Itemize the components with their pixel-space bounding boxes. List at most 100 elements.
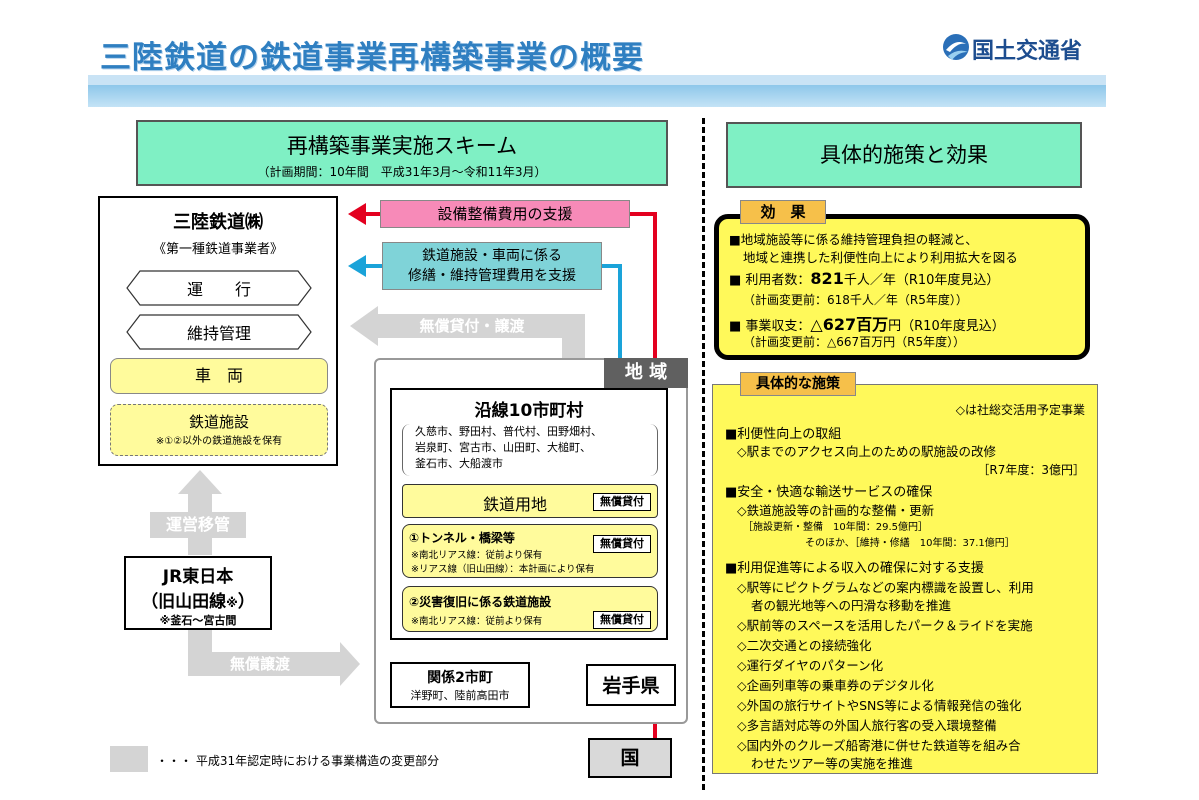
users-unit: 千人／年（R10年度見込） [843, 273, 1000, 288]
facilities-note: ※①②以外の鉄道施設を保有 [155, 436, 283, 447]
operation-label: 運 行 [186, 280, 251, 299]
header-bar-light [88, 75, 1106, 85]
balance-unit: 円（R10年度見込） [888, 319, 1005, 334]
legend-text: ・・・ 平成31年認定時における事業構造の変更部分 [156, 754, 440, 768]
red-arrowhead [348, 203, 366, 225]
measure-s3h2: わせたツアー等の実施を推進 [751, 756, 913, 771]
disaster-badge: 無償貸付 [593, 611, 651, 629]
measures-tag: 具体的な施策 [740, 372, 856, 396]
users-value: 821 [810, 269, 844, 288]
page-title: 三陸鉄道の鉄道事業再構築事業の概要 [100, 40, 644, 76]
jr-line-close: ） [237, 592, 255, 612]
tunnel-badge: 無償貸付 [593, 535, 651, 553]
municipalities-box: 沿線10市町村 久慈市、野田村、普代村、田野畑村、 岩泉町、宮古市、山田町、大槌… [390, 388, 668, 640]
measure-s3b: ◇駅前等のスペースを活用したパーク＆ライドを実施 [737, 618, 1033, 633]
measures-legend: ◇は社総交活用予定事業 [955, 403, 1085, 417]
measure-s2c: そのほか、［維持・修繕 10年間：37.1億円］ [805, 538, 1015, 549]
sanriku-category: 《第一種鉄道事業者》 [152, 242, 283, 257]
facilities-label: 鉄道施設 [188, 413, 249, 431]
measure-s3d: ◇運行ダイヤのパターン化 [737, 658, 884, 673]
facilities-box: 鉄道施設 ※①②以外の鉄道施設を保有 [110, 404, 328, 456]
balance-value: △627百万 [810, 315, 889, 334]
section-divider [702, 118, 705, 790]
measure-s2: ■安全・快適な輸送サービスの確保 [725, 485, 933, 500]
operation-transfer-label: 運営移管 [150, 512, 246, 538]
scheme-title: 再構築事業実施スキーム [286, 134, 518, 158]
users-before: （計画変更前：618千人／年（R5年度）） [743, 293, 968, 307]
railway-land-badge: 無償貸付 [593, 493, 651, 511]
effects-line1: ■地域施設等に係る維持管理負担の軽減と、 [729, 232, 978, 247]
measures-box: ◇は社総交活用予定事業 ■利便性向上の取組 ◇駅までのアクセス向上のための駅施設… [712, 384, 1098, 774]
measure-s1a: ◇駅までのアクセス向上のための駅施設の改修 [737, 444, 996, 459]
operation-hexagon [126, 270, 312, 306]
measure-s3e: ◇企画列車等の乗車券のデジタル化 [737, 678, 934, 693]
jr-line-text: （旧山田線 [141, 592, 227, 612]
equipment-support-label: 設備整備費用の支援 [380, 200, 630, 228]
measure-s2b: ［施設更新・整備 10年間：29.5億円］ [743, 522, 928, 533]
national-box: 国 [588, 738, 672, 778]
measure-s2a: ◇鉄道施設等の計画的な整備・更新 [737, 503, 935, 518]
municipalities-line1: 久慈市、野田村、普代村、田野畑村、 [415, 425, 602, 438]
measure-s3a: ◇駅等にピクトグラムなどの案内標識を設置し、利用 [737, 580, 1034, 595]
railway-land-box: 鉄道用地 無償貸付 [402, 484, 658, 518]
measure-s3h: ◇国内外のクルーズ船寄港に併せた鉄道等を組み合 [737, 738, 1021, 753]
maintenance-support-line1: 鉄道施設・車両に係る [422, 248, 562, 264]
measure-s3a2: 者の観光地等への円滑な移動を推進 [751, 598, 952, 613]
free-lease-label: 無償貸付・譲渡 [419, 317, 525, 335]
railway-land-label: 鉄道用地 [483, 495, 548, 514]
related-municipalities-box: 関係2市町 洋野町、陸前高田市 [390, 662, 530, 708]
measure-s3f: ◇外国の旅行サイトやSNS等による情報発信の強化 [737, 698, 1022, 713]
free-lease-arrow [350, 306, 585, 360]
measure-s1-cost: ［R7年度：3億円］ [977, 463, 1085, 477]
prefecture-box: 岩手県 [586, 664, 676, 706]
jr-east-box: JR東日本 （旧山田線※） ※釜石～宮古間 [124, 556, 272, 630]
effects-line2: 地域と連携した利便性向上により利用拡大を図る [743, 250, 1018, 265]
ministry-name: 国土交通省 [972, 39, 1083, 64]
municipalities-line2: 岩泉町、宮古市、山田町、大槌町、 [415, 441, 591, 454]
balance-label: ■ 事業収支： [729, 319, 811, 334]
maintenance-support-label: 鉄道施設・車両に係る 修繕・維持管理費用を支援 [382, 242, 602, 290]
free-transfer-arrow [188, 630, 360, 686]
tunnel-note2: ※リアス線（旧山田線）：本計画により保有 [411, 564, 595, 575]
tunnel-note1: ※南北リアス線：従前より保有 [411, 550, 543, 561]
ministry-logo [943, 34, 969, 60]
disaster-note: ※南北リアス線：従前より保有 [411, 616, 543, 627]
effects-tag: 効 果 [740, 200, 826, 224]
balance-before: （計画変更前：△667百万円（R5年度）） [743, 335, 966, 349]
municipalities-title: 沿線10市町村 [474, 401, 584, 421]
users-line: ■ 利用者数：821千人／年（R10年度見込） [729, 269, 999, 288]
sanriku-name: 三陸鉄道㈱ [173, 212, 263, 233]
scheme-header: 再構築事業実施スキーム （計画期間：10年間 平成31年3月～令和11年3月） [136, 120, 668, 186]
blue-support-line [600, 264, 622, 358]
maintenance-hexagon [126, 314, 312, 350]
users-label: ■ 利用者数： [729, 273, 811, 288]
jr-line-mark: ※ [226, 596, 238, 610]
header-bar [88, 85, 1106, 107]
measure-s1: ■利便性向上の取組 [725, 427, 842, 442]
related-title: 関係2市町 [427, 670, 493, 686]
municipalities-line3: 釜石市、大船渡市 [415, 457, 503, 470]
tunnel-box: ①トンネル・橋梁等 無償貸付 ※南北リアス線：従前より保有 ※リアス線（旧山田線… [402, 524, 658, 578]
jr-section: ※釜石～宮古間 [159, 614, 237, 627]
scheme-subtitle: （計画期間：10年間 平成31年3月～令和11年3月） [257, 165, 547, 179]
balance-line: ■ 事業収支：△627百万円（R10年度見込） [729, 311, 1005, 335]
mlit-emblem-icon [943, 34, 969, 60]
related-names: 洋野町、陸前高田市 [410, 689, 510, 702]
measure-s3c: ◇二次交通との接続強化 [737, 638, 872, 653]
measure-s3g: ◇多言語対応等の外国人旅行客の受入環境整備 [737, 718, 997, 733]
maintenance-label: 維持管理 [186, 324, 251, 343]
disaster-title: ②災害復旧に係る鉄道施設 [409, 595, 552, 609]
jr-line: （旧山田線※） [126, 587, 270, 612]
free-transfer-label: 無償譲渡 [229, 655, 290, 673]
municipalities-list: 久慈市、野田村、普代村、田野畑村、 岩泉町、宮古市、山田町、大槌町、 釜石市、大… [402, 424, 658, 476]
blue-arrowhead [348, 255, 366, 277]
measures-header: 具体的施策と効果 [726, 122, 1082, 188]
jr-name: JR東日本 [162, 567, 234, 587]
maintenance-support-line2: 修繕・維持管理費用を支援 [408, 268, 576, 284]
sanriku-railway-box: 三陸鉄道㈱ 《第一種鉄道事業者》 運 行 維持管理 車 両 鉄道施設 ※①②以外… [98, 196, 338, 466]
legend-swatch [110, 746, 148, 772]
disaster-box: ②災害復旧に係る鉄道施設 ※南北リアス線：従前より保有 無償貸付 [402, 586, 658, 632]
vehicles-box: 車 両 [110, 358, 328, 394]
region-label: 地 域 [604, 358, 688, 388]
tunnel-title: ①トンネル・橋梁等 [409, 531, 515, 545]
